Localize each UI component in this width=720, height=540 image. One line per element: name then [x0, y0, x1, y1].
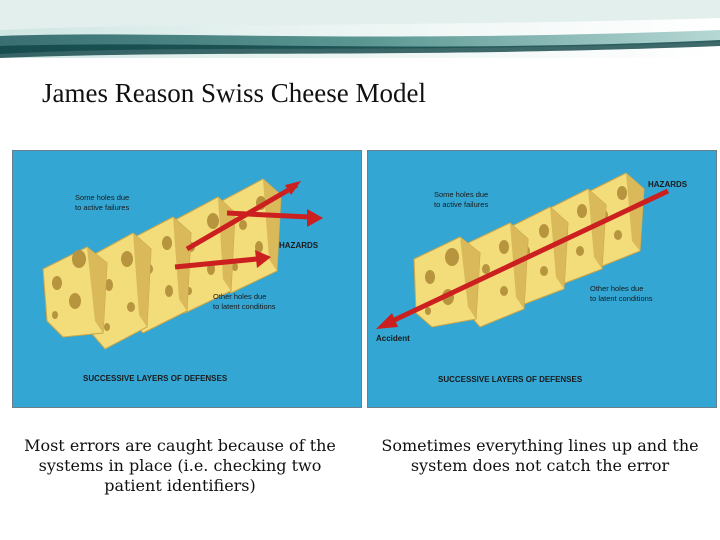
left-cheese-slice-1	[42, 246, 108, 338]
slide-title: James Reason Swiss Cheese Model	[42, 78, 426, 108]
right-accident-arrow	[376, 188, 670, 329]
right-latent-line1: Other holes due	[590, 284, 643, 293]
right-active-failures-line1: Some holes due	[434, 190, 488, 199]
right-cheese-slice-2	[467, 222, 529, 328]
left-hazard-arrow-lower	[174, 250, 271, 270]
right-active-failures-line2: to active failures	[434, 200, 488, 209]
left-diagram-panel: Some holes due to active failures HAZARD…	[12, 150, 362, 408]
right-accident-label: Accident	[376, 334, 410, 343]
left-active-failures-line1: Some holes due	[75, 193, 129, 202]
left-latent-line2: to latent conditions	[213, 302, 276, 311]
header-banner	[0, 0, 720, 58]
left-cheese-slice-2	[92, 232, 152, 350]
right-defenses-label: SUCCESSIVE LAYERS OF DEFENSES	[438, 375, 583, 384]
right-hazards-label: HAZARDS	[648, 180, 688, 189]
left-caption: Most errors are caught because of the sy…	[24, 436, 336, 495]
right-latent-line2: to latent conditions	[590, 294, 653, 303]
left-hazards-label: HAZARDS	[279, 241, 319, 250]
left-hazard-arrow-top	[185, 181, 301, 252]
left-active-failures-line2: to active failures	[75, 203, 129, 212]
right-caption: Sometimes everything lines up and the sy…	[381, 436, 699, 475]
right-diagram-panel: HAZARDS Some holes due to active failure…	[367, 150, 717, 408]
left-hazard-arrow-middle	[226, 209, 323, 227]
left-defenses-label: SUCCESSIVE LAYERS OF DEFENSES	[83, 374, 228, 383]
left-latent-line1: Other holes due	[213, 292, 266, 301]
